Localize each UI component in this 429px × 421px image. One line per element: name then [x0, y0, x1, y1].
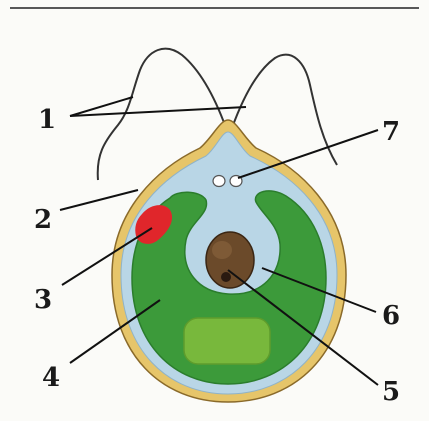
label-7: 7	[382, 117, 400, 147]
label-6: 6	[382, 301, 400, 331]
label-3: 3	[34, 285, 52, 315]
pyrenoid	[184, 318, 270, 364]
label-4: 4	[42, 363, 60, 393]
nucleus-highlight	[212, 241, 232, 259]
nucleolus	[221, 272, 231, 282]
label-1: 1	[38, 105, 56, 135]
label-2: 2	[34, 205, 52, 235]
contractile-vacuole-left	[213, 176, 225, 187]
label-5: 5	[382, 377, 400, 407]
